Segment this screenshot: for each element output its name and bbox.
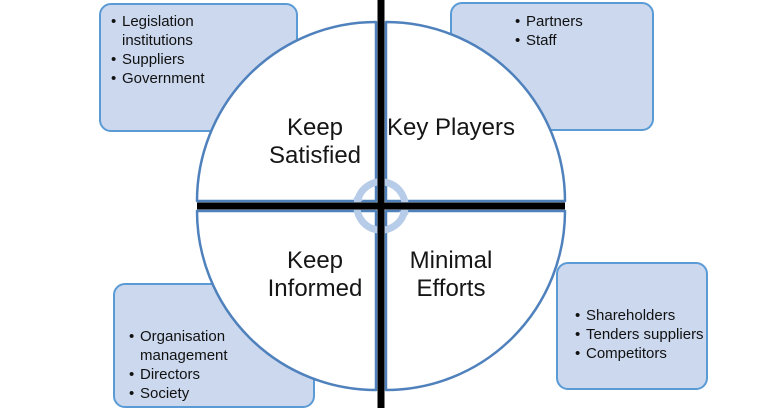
callout-list: Shareholders Tenders suppliers Competito…: [574, 306, 704, 363]
cross-horizontal-line: [197, 202, 565, 210]
list-item: Partners: [514, 12, 624, 31]
quadrant-top-left-shape: [195, 20, 378, 203]
list-item: Tenders suppliers: [574, 325, 704, 344]
quadrant-bottom-left-shape: [195, 209, 378, 392]
quadrant-label-keep-satisfied: Keep Satisfied: [268, 114, 362, 169]
list-item: Suppliers: [110, 50, 210, 69]
list-item: Government: [110, 69, 210, 88]
list-item: Directors: [128, 365, 243, 384]
list-item: Society: [128, 384, 243, 403]
callout-list: Partners Staff: [514, 12, 624, 50]
list-item: Shareholders: [574, 306, 704, 325]
list-item: Staff: [514, 31, 624, 50]
quadrant-top-right-shape: [384, 20, 567, 203]
callout-list: Legislation institutions Suppliers Gover…: [110, 12, 210, 88]
callout-list: Organisation management Directors Societ…: [128, 327, 243, 403]
callout-box-bottom-right: Shareholders Tenders suppliers Competito…: [556, 262, 708, 390]
list-item: Legislation institutions: [110, 12, 210, 50]
quadrant-label-keep-informed: Keep Informed: [267, 247, 363, 302]
quadrant-bottom-right-shape: [384, 209, 567, 392]
quadrant-label-key-players: Key Players: [386, 114, 516, 141]
list-item: Competitors: [574, 344, 704, 363]
cycle-arrows-icon: [353, 178, 409, 234]
quadrant-label-minimal-efforts: Minimal Efforts: [409, 247, 493, 302]
list-item: Organisation management: [128, 327, 243, 365]
